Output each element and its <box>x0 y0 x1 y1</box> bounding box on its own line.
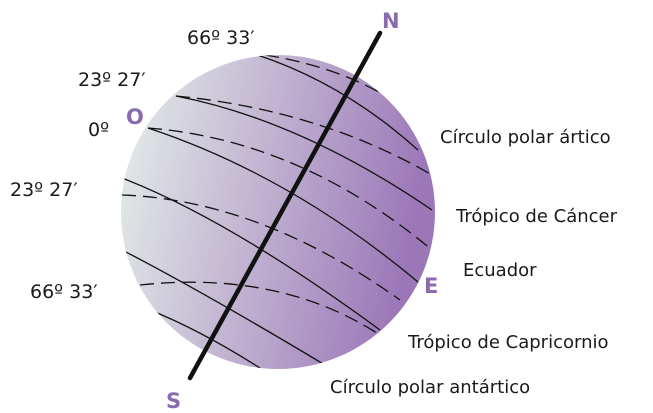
earth-axis <box>187 30 383 381</box>
antarctic-line-solid <box>121 249 331 369</box>
antarctic-circle-name: Círculo polar antártico <box>330 377 530 398</box>
lat-arctic-label: 66º 33′ <box>187 27 255 49</box>
lat-cancer-label: 23º 27′ <box>78 69 146 91</box>
cancer-line-solid <box>175 95 433 211</box>
arctic-circle-line <box>247 55 419 151</box>
equator-line-dashed <box>147 127 433 251</box>
lat-capricorn-label: 23º 27′ <box>10 179 78 201</box>
capricorn-tropic-name: Trópico de Capricornio <box>407 332 609 353</box>
equator-name: Ecuador <box>463 260 537 281</box>
equator-line-solid <box>147 127 419 283</box>
capricorn-line-dashed <box>121 194 401 301</box>
capricorn-line-solid <box>121 177 381 331</box>
extra-line-solid <box>149 309 261 369</box>
west-label: O <box>126 105 144 129</box>
lat-equator-label: 0º <box>88 119 109 141</box>
arctic-circle-name: Círculo polar ártico <box>440 127 611 148</box>
north-label: N <box>382 9 400 33</box>
cancer-tropic-name: Trópico de Cáncer <box>455 206 618 227</box>
cancer-line-dashed <box>175 95 433 176</box>
south-label: S <box>166 389 181 413</box>
globe-icon <box>121 55 435 369</box>
lat-antarctic-label: 66º 33′ <box>30 281 98 303</box>
antarctic-line-dashed <box>139 281 381 336</box>
east-label: E <box>424 274 438 298</box>
